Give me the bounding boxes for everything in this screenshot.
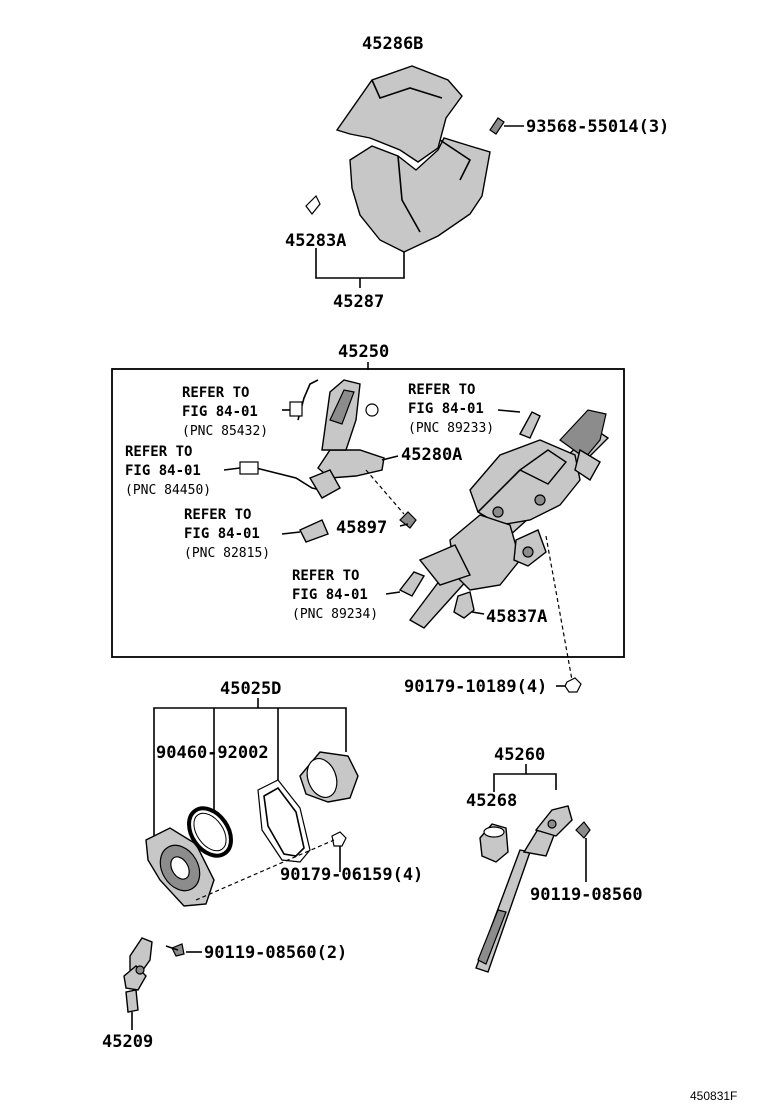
svg-text:REFER TO: REFER TO [292, 568, 359, 584]
label-45897: 45897 [336, 518, 387, 538]
figure-id: 450831F [690, 1089, 737, 1103]
refer-note-82815: REFER TO FIG 84-01 (PNC 82815) [184, 507, 270, 561]
bolt-89233[interactable] [519, 411, 541, 439]
svg-text:(PNC 85432): (PNC 85432) [182, 424, 268, 439]
column-assy-frame [111, 368, 625, 658]
column-cover-group [305, 65, 524, 288]
label-45287: 45287 [333, 292, 384, 312]
bolt-90119[interactable] [575, 821, 591, 839]
label-45209: 45209 [102, 1032, 153, 1052]
svg-text:(PNC 84450): (PNC 84450) [125, 483, 211, 498]
steering-column-assembly[interactable] [408, 409, 610, 629]
svg-text:FIG 84-01: FIG 84-01 [182, 404, 258, 420]
svg-text:(PNC 82815): (PNC 82815) [184, 546, 270, 561]
svg-text:REFER TO: REFER TO [408, 382, 475, 398]
label-45283a: 45283A [285, 231, 346, 251]
label-45837a: 45837A [486, 607, 547, 627]
label-90179-10189: 90179-10189(4) [404, 677, 547, 697]
intermediate-shaft-45260[interactable] [475, 805, 573, 973]
svg-text:REFER TO: REFER TO [125, 444, 192, 460]
label-90119-08560-2: 90119-08560(2) [204, 943, 347, 963]
label-45286b: 45286B [362, 34, 423, 54]
nut-90179-10189[interactable] [564, 677, 582, 693]
label-90179-06159: 90179-06159(4) [280, 865, 423, 885]
label-45250: 45250 [338, 342, 389, 362]
universal-joint-45209[interactable] [123, 937, 153, 1013]
lower-column-cover[interactable] [349, 137, 491, 253]
nut-90179-06159[interactable] [331, 831, 347, 847]
refer-note-89234: REFER TO FIG 84-01 (PNC 89234) [292, 568, 378, 622]
screw-93568[interactable] [489, 117, 505, 135]
label-45260: 45260 [494, 745, 545, 765]
svg-text:REFER TO: REFER TO [184, 507, 251, 523]
upper-column-cover[interactable] [335, 65, 463, 163]
svg-text:(PNC 89234): (PNC 89234) [292, 607, 378, 622]
svg-text:FIG 84-01: FIG 84-01 [292, 587, 368, 603]
refer-note-85432: REFER TO FIG 84-01 (PNC 85432) [182, 385, 268, 439]
svg-text:FIG 84-01: FIG 84-01 [408, 401, 484, 417]
refer-note-84450: REFER TO FIG 84-01 (PNC 84450) [125, 444, 211, 498]
label-90460-92002: 90460-92002 [156, 743, 269, 763]
label-45025d: 45025D [220, 679, 281, 699]
clamp-90460-92002[interactable] [180, 800, 239, 863]
gasket[interactable] [257, 779, 311, 863]
svg-text:FIG 84-01: FIG 84-01 [184, 526, 260, 542]
screw-45897[interactable] [399, 511, 417, 529]
label-45280a: 45280A [401, 445, 462, 465]
label-93568-55014: 93568-55014(3) [526, 117, 669, 137]
svg-text:(PNC 89233): (PNC 89233) [408, 421, 494, 436]
lever-89234[interactable] [398, 571, 426, 597]
clip-45837a[interactable] [453, 591, 475, 619]
refer-note-89233: REFER TO FIG 84-01 (PNC 89233) [408, 382, 494, 436]
svg-text:FIG 84-01: FIG 84-01 [125, 463, 201, 479]
hole-cover-parts [145, 751, 359, 907]
label-45268: 45268 [466, 791, 517, 811]
clip-45283a[interactable] [305, 194, 321, 215]
svg-text:REFER TO: REFER TO [182, 385, 249, 401]
sensor-82815[interactable] [299, 519, 329, 543]
column-left-parts [239, 379, 385, 543]
label-90119-08560: 90119-08560 [530, 885, 643, 905]
